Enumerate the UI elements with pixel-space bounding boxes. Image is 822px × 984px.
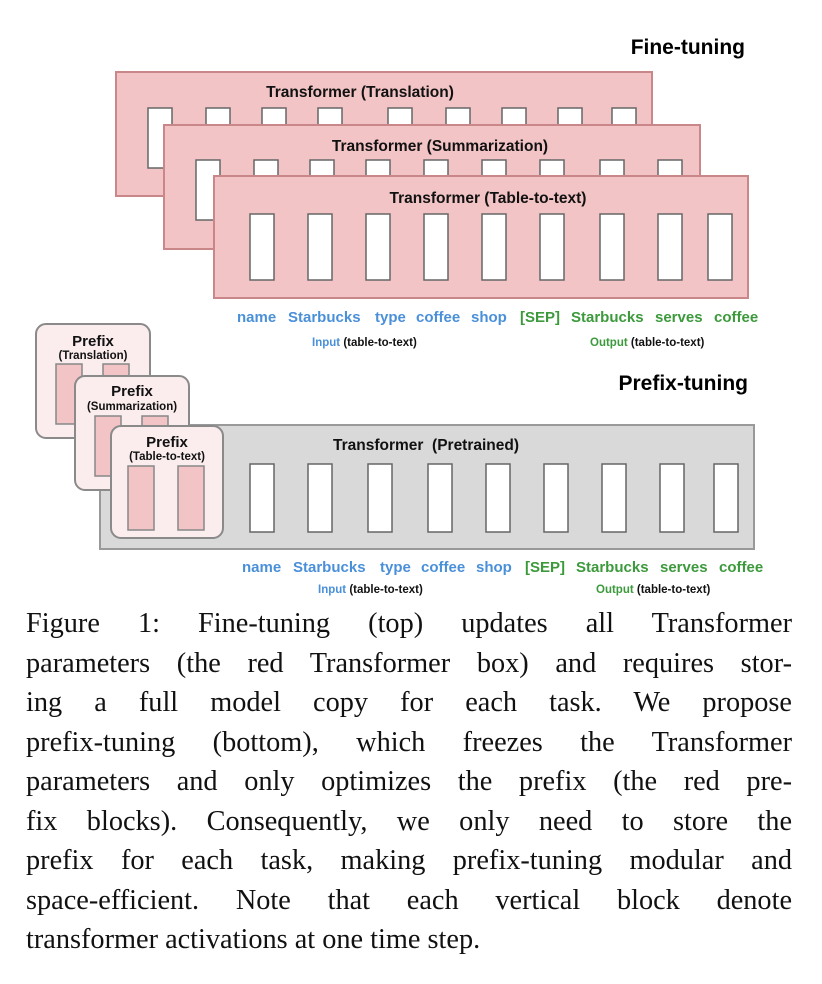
token: Starbucks bbox=[293, 559, 366, 576]
activation-blocks bbox=[249, 463, 739, 533]
prefix-title: Prefix bbox=[111, 383, 153, 400]
transformer-pretrained-label: Transformer (Pretrained) bbox=[333, 437, 519, 454]
prefix-table-to-text: Prefix (Table-to-text) bbox=[110, 425, 224, 539]
token: coffee bbox=[714, 309, 758, 326]
token: coffee bbox=[719, 559, 763, 576]
prefix-tuning-input-caption: Input (table-to-text) bbox=[318, 584, 423, 596]
caption-line: prefix for each task, making prefix-tuni… bbox=[26, 845, 792, 876]
token: shop bbox=[476, 559, 512, 576]
fine-tuning-tokens: name Starbucks type coffee shop [SEP] St… bbox=[237, 309, 758, 326]
token: name bbox=[237, 309, 276, 326]
token: type bbox=[380, 559, 411, 576]
caption-line: parameters (the red Transformer box) and… bbox=[26, 647, 792, 679]
caption-line: prefix-tuning (bottom), which freezes th… bbox=[26, 726, 792, 758]
token: coffee bbox=[421, 559, 465, 576]
prefix-tuning-output-caption: Output (table-to-text) bbox=[596, 584, 711, 596]
fine-tuning-output-caption: Output (table-to-text) bbox=[590, 337, 705, 349]
caption-line: parameters and only optimizes the prefix… bbox=[26, 766, 792, 797]
prefix-task: (Summarization) bbox=[87, 401, 177, 413]
token: Starbucks bbox=[288, 309, 361, 326]
caption-line: Figure 1: Fine-tuning (top) updates all … bbox=[26, 608, 792, 639]
transformer-translation-label: Transformer (Translation) bbox=[266, 84, 454, 101]
token: serves bbox=[660, 559, 708, 576]
transformer-table-to-text-label: Transformer (Table-to-text) bbox=[390, 190, 587, 207]
caption-line: transformer activations at one time step… bbox=[26, 924, 481, 955]
transformer-table-to-text: Transformer (Table-to-text) bbox=[213, 175, 749, 299]
fine-tuning-heading: Fine-tuning bbox=[631, 36, 745, 59]
token: type bbox=[375, 309, 406, 326]
prefix-title: Prefix bbox=[146, 434, 188, 451]
prefix-tuning-tokens: name Starbucks type coffee shop [SEP] St… bbox=[242, 559, 763, 576]
prefix-task: (Translation) bbox=[58, 350, 127, 362]
activation-blocks bbox=[249, 213, 733, 281]
caption-line: space-efficient. Note that each vertical… bbox=[26, 884, 792, 916]
token: serves bbox=[655, 309, 703, 326]
caption-line: ing a full model copy for each task. We … bbox=[26, 687, 792, 718]
fine-tuning-input-caption: Input (table-to-text) bbox=[312, 337, 417, 349]
token: name bbox=[242, 559, 281, 576]
caption-line: fix blocks). Consequently, we only need … bbox=[26, 805, 792, 837]
token: Starbucks bbox=[571, 309, 644, 326]
token: shop bbox=[471, 309, 507, 326]
prefix-title: Prefix bbox=[72, 333, 114, 350]
transformer-summarization-label: Transformer (Summarization) bbox=[332, 138, 548, 155]
token: coffee bbox=[416, 309, 460, 326]
prefix-task: (Table-to-text) bbox=[129, 451, 205, 463]
prefix-tuning-heading: Prefix-tuning bbox=[619, 372, 749, 395]
token: [SEP] bbox=[520, 309, 560, 326]
token: Starbucks bbox=[576, 559, 649, 576]
figure-diagram: Fine-tuning Transformer (Translation) Tr… bbox=[35, 36, 763, 596]
token: [SEP] bbox=[525, 559, 565, 576]
figure-caption: Figure 1: Fine-tuning (top) updates all … bbox=[26, 604, 792, 960]
